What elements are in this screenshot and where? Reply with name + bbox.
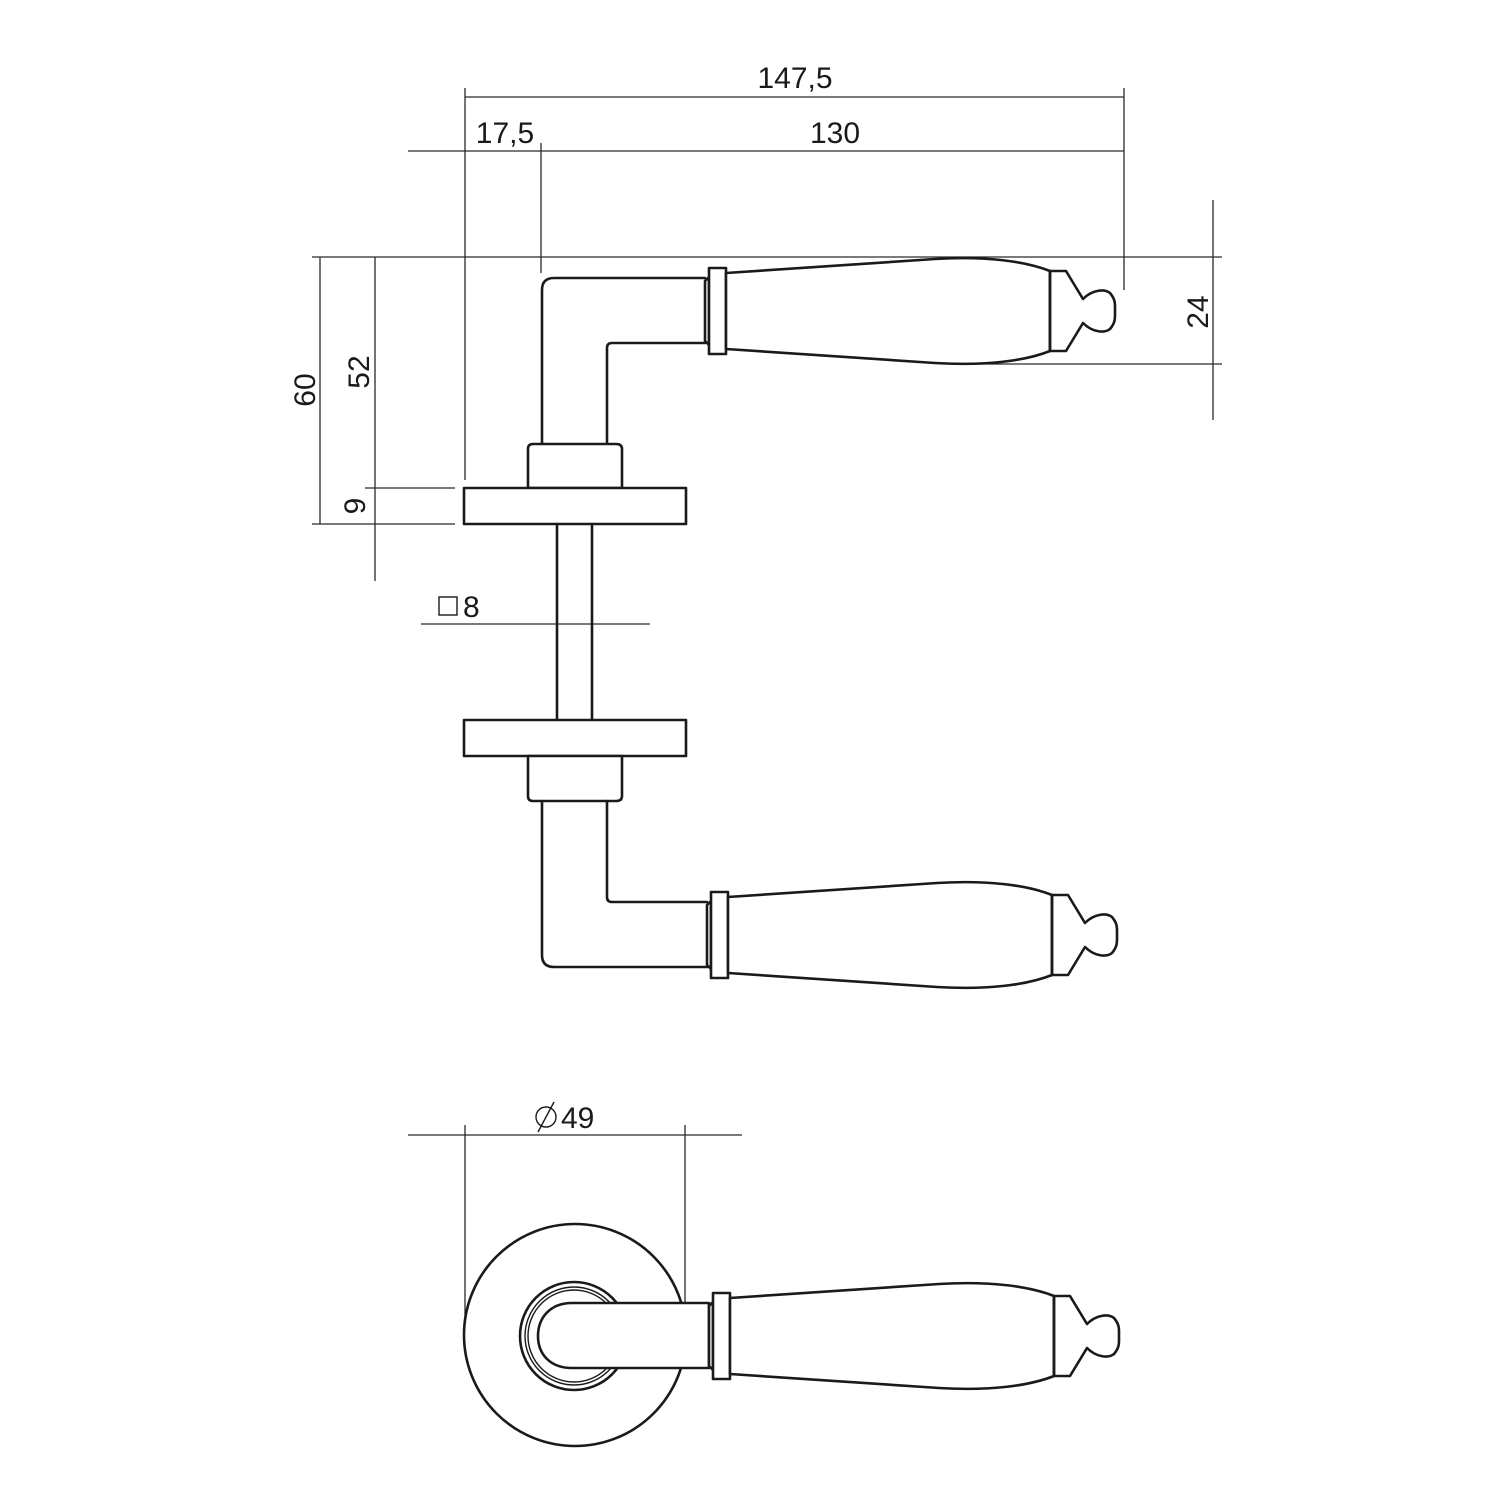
dimension-overall-length: 147,5 — [464, 62, 1125, 480]
lever-length-label: 130 — [810, 117, 860, 150]
spindle — [555, 522, 594, 722]
rose-diameter-label: 49 — [561, 1102, 594, 1135]
diameter-symbol-icon — [535, 1101, 557, 1133]
rose-offset-label: 17,5 — [476, 117, 534, 150]
dimension-lever-length: 17,5 130 — [408, 117, 1124, 273]
square-symbol-icon — [438, 596, 458, 616]
front-view — [462, 1222, 1121, 1448]
dimension-spindle-square: 8 — [421, 591, 650, 625]
lower-lever — [526, 754, 1119, 990]
dimension-lever-height: 52 — [343, 257, 376, 581]
lower-rose — [462, 718, 688, 758]
upper-rose — [462, 486, 688, 526]
overall-length-label: 147,5 — [757, 62, 832, 95]
lever-height-label: 52 — [343, 355, 376, 388]
lever-neck — [536, 1301, 711, 1370]
dimension-rose-diameter: 49 — [408, 1101, 742, 1330]
dimension-rose-thickness: 9 — [339, 487, 455, 515]
grip-height-label: 24 — [1182, 295, 1215, 328]
total-height-label: 60 — [289, 373, 322, 406]
dimension-total-height: 60 — [289, 257, 455, 525]
upper-lever — [526, 256, 1117, 490]
spindle-square-label: 8 — [463, 591, 480, 624]
rose-thickness-label: 9 — [339, 498, 372, 515]
